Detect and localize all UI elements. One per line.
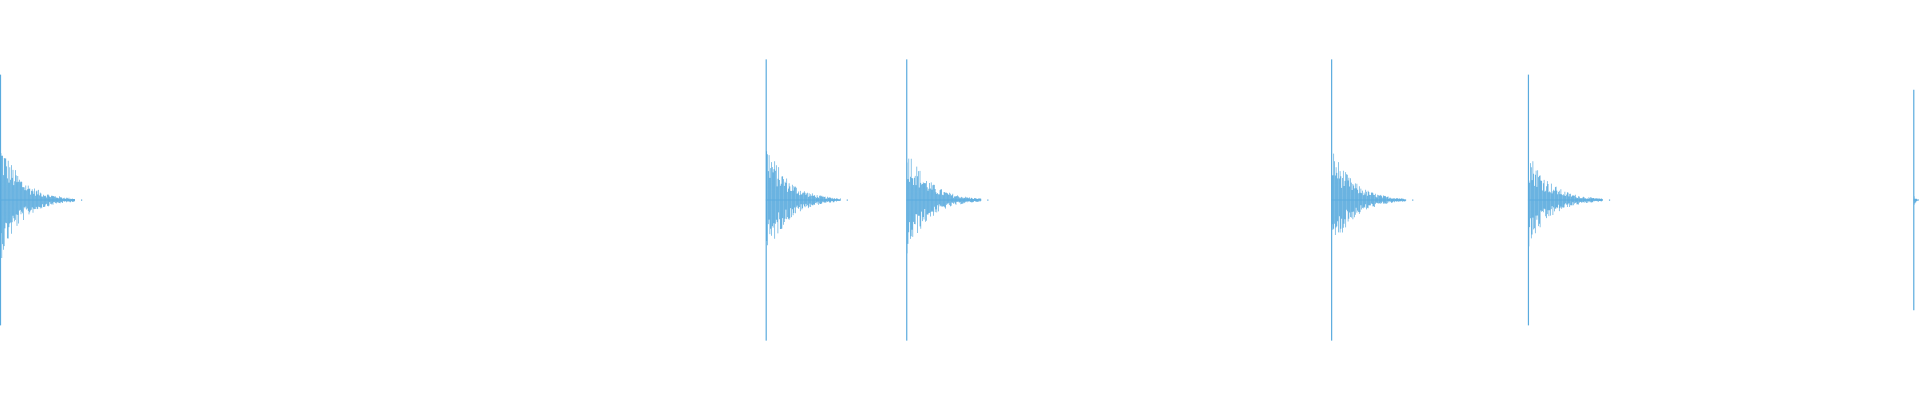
waveform-transient [1331, 59, 1414, 341]
transient-tail-dot [1412, 199, 1414, 201]
transient-decay [1528, 161, 1603, 247]
waveform-transient [1913, 89, 1919, 311]
waveform-transient [0, 74, 83, 326]
transient-tail-dot [846, 199, 848, 201]
transient-decay [766, 151, 841, 246]
waveform-transient [906, 59, 989, 341]
transient-decay [0, 153, 75, 258]
transient-tail-dot [1608, 199, 1611, 201]
transient-decay [1331, 153, 1407, 235]
transient-decay [906, 158, 982, 254]
waveform-transient [1527, 74, 1611, 326]
waveform-transient [765, 59, 848, 341]
transient-tail-dot [987, 199, 989, 201]
transient-tail-dot [81, 199, 83, 201]
